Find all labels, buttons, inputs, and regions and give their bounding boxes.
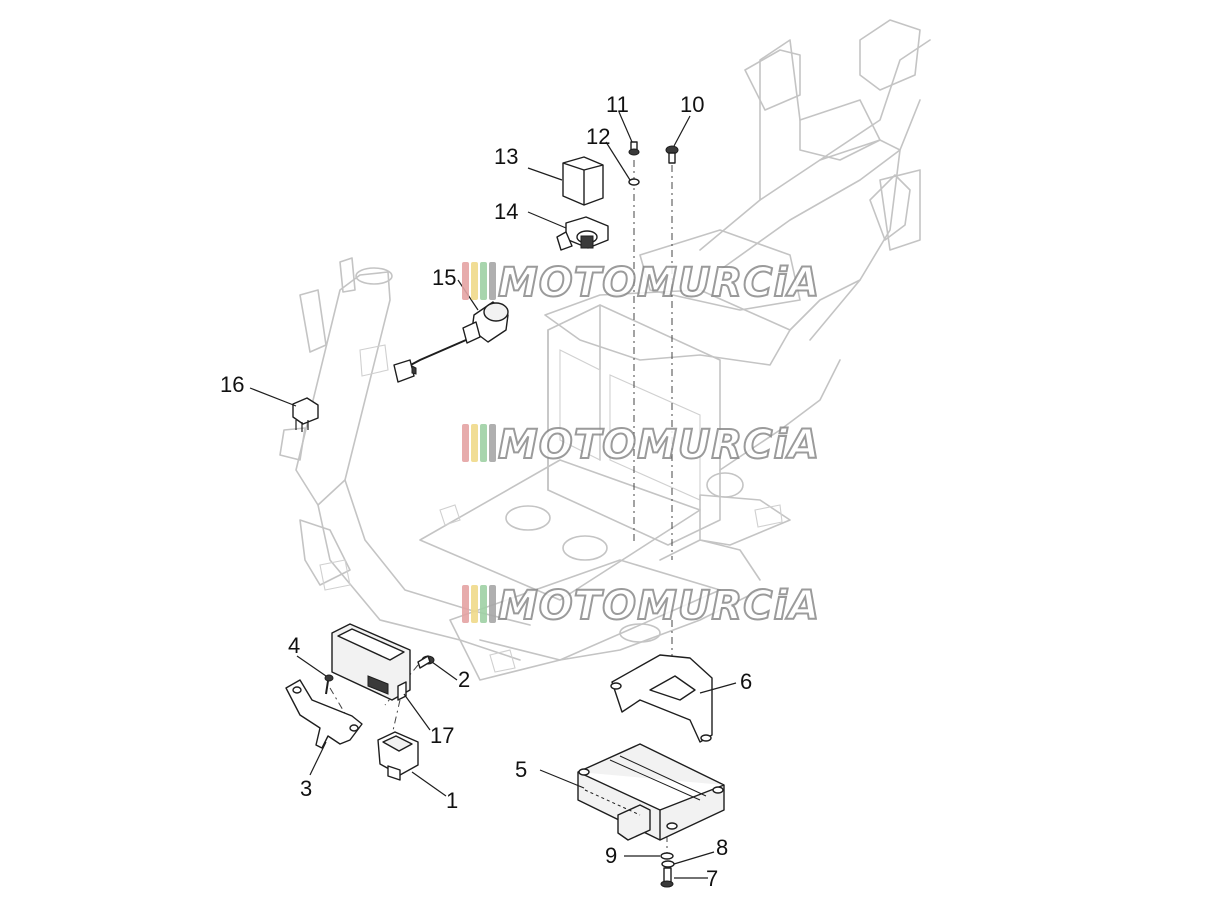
- callout-17[interactable]: 17: [430, 723, 454, 748]
- callout-4[interactable]: 4: [288, 633, 300, 658]
- part-16-flasher-relay[interactable]: [292, 397, 319, 432]
- watermark-stripe: [489, 585, 496, 623]
- callout-14[interactable]: 14: [494, 199, 518, 224]
- part-9-washer[interactable]: [660, 852, 674, 860]
- watermark-stripe: [471, 424, 478, 462]
- watermark-text: MOTOMURCiA: [498, 422, 820, 468]
- part-15-sensor[interactable]: [393, 301, 509, 383]
- watermark-stripe: [462, 262, 469, 300]
- callout-8[interactable]: 8: [716, 835, 728, 860]
- watermark-top: MOTOMURCiA: [462, 259, 820, 307]
- watermark-stripe: [489, 262, 496, 300]
- callout-6[interactable]: 6: [740, 669, 752, 694]
- watermark-text: MOTOMURCiA: [498, 583, 820, 629]
- watermark-bottom: MOTOMURCiA: [462, 582, 820, 630]
- callouts: 11 10 12 13 14 15 16 4 2 17 3 1 6 5 9 8 …: [220, 92, 752, 891]
- callout-13[interactable]: 13: [494, 144, 518, 169]
- callout-12[interactable]: 12: [586, 124, 610, 149]
- callout-15[interactable]: 15: [432, 265, 456, 290]
- part-6-ecu-bracket[interactable]: [610, 654, 713, 743]
- part-13-relay[interactable]: [562, 156, 604, 206]
- part-4-screw[interactable]: [324, 674, 334, 695]
- part-7-screw[interactable]: [660, 867, 674, 888]
- watermark-stripe: [462, 424, 469, 462]
- part-2-bolt[interactable]: [417, 655, 435, 669]
- watermark-text: MOTOMURCiA: [498, 260, 820, 306]
- leader-lines: [249, 111, 737, 879]
- part-11-screw[interactable]: [628, 141, 640, 156]
- callout-1[interactable]: 1: [446, 788, 458, 813]
- part-12-washer[interactable]: [628, 178, 640, 186]
- part-17-control-unit[interactable]: [331, 623, 411, 701]
- scooter-frame: [279, 19, 931, 681]
- watermark-stripe: [471, 262, 478, 300]
- watermark-stripe: [480, 424, 487, 462]
- watermark-stripe: [489, 424, 496, 462]
- part-5-ecu[interactable]: [577, 743, 725, 841]
- watermark-stripe: [480, 262, 487, 300]
- part-1-sensor[interactable]: [377, 731, 419, 781]
- part-3-bracket[interactable]: [285, 679, 363, 749]
- part-14-relay-holder[interactable]: [556, 216, 609, 251]
- callout-16[interactable]: 16: [220, 372, 244, 397]
- watermark-middle: MOTOMURCiA: [462, 421, 820, 469]
- watermark-stripe: [471, 585, 478, 623]
- callout-10[interactable]: 10: [680, 92, 704, 117]
- callout-7[interactable]: 7: [706, 866, 718, 891]
- part-8-washer[interactable]: [661, 860, 675, 868]
- callout-2[interactable]: 2: [458, 667, 470, 692]
- callout-9[interactable]: 9: [605, 843, 617, 868]
- watermark-stripe: [480, 585, 487, 623]
- watermark-stripe: [462, 585, 469, 623]
- callout-5[interactable]: 5: [515, 757, 527, 782]
- callout-11[interactable]: 11: [606, 92, 629, 117]
- part-10-screw[interactable]: [665, 145, 679, 164]
- callout-3[interactable]: 3: [300, 776, 312, 801]
